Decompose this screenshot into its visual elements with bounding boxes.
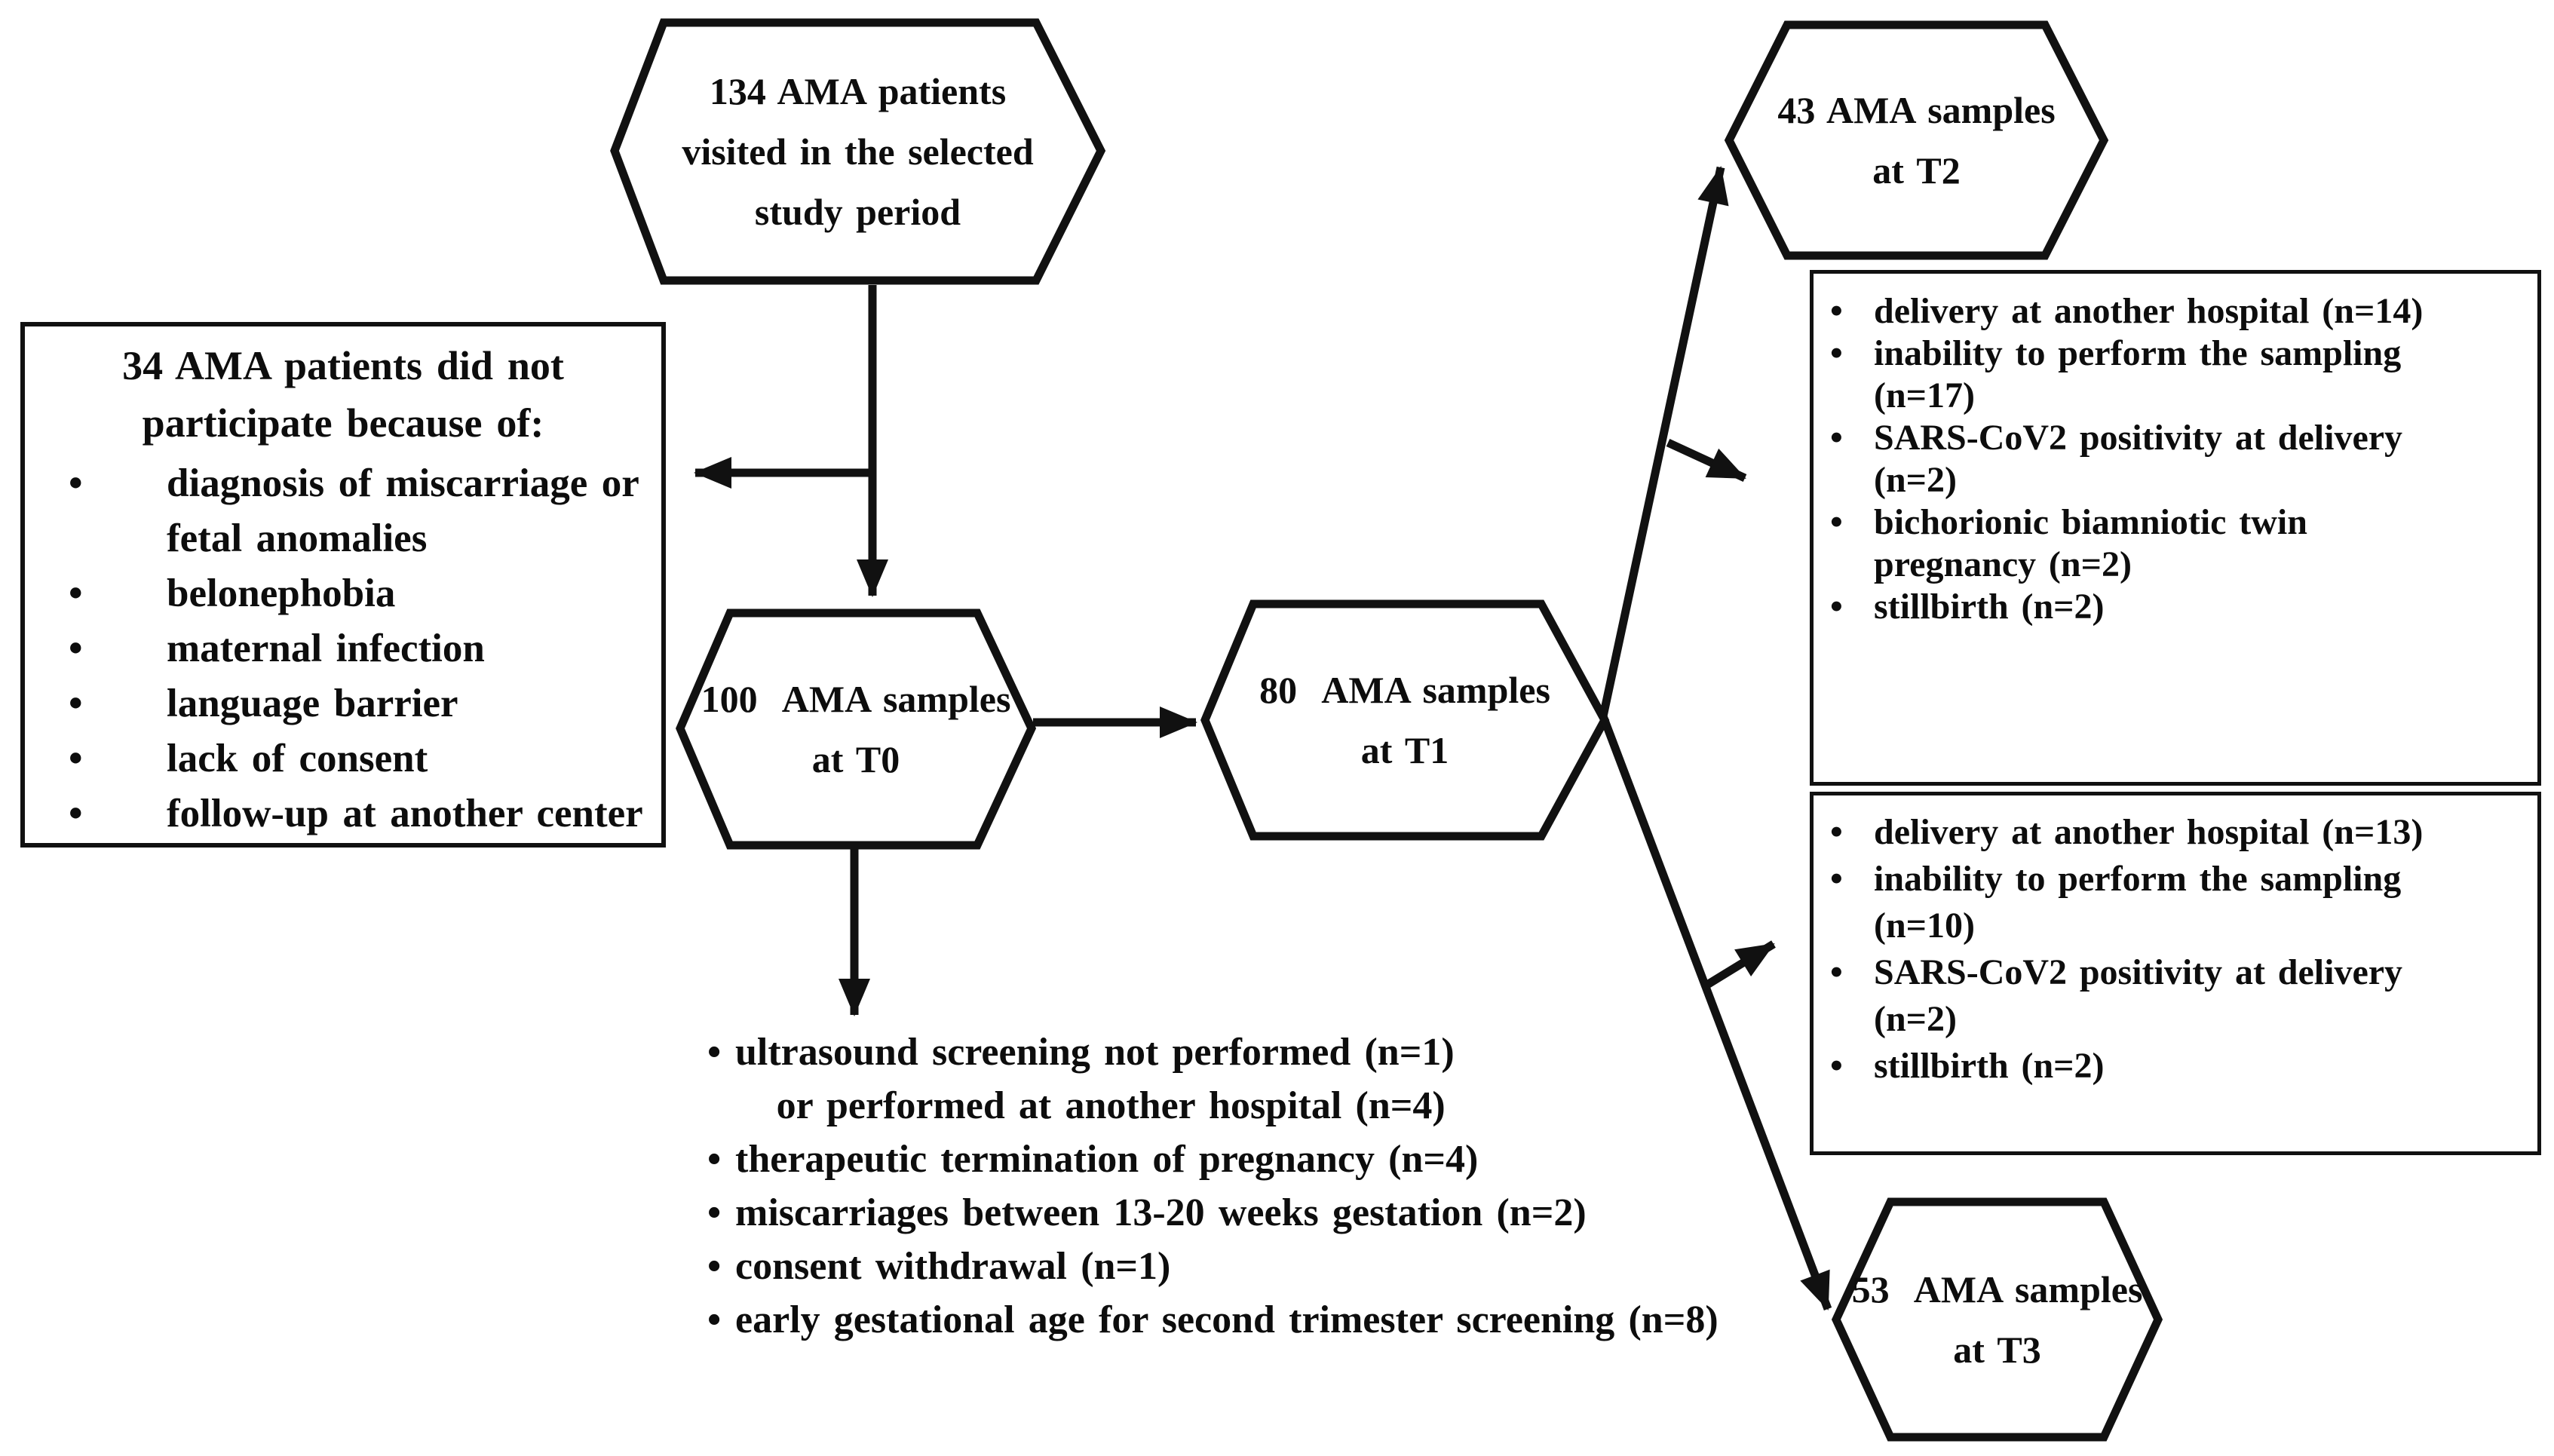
list-item-text: consent withdrawal (n=1) (735, 1245, 1171, 1288)
list-item-text: delivery at another hospital (n=13) (1874, 812, 2424, 852)
list-item: • stillbirth (n=2) (1814, 1043, 2537, 1090)
list-item: • bichorionic biamniotic twin pregnancy (… (1814, 501, 2537, 586)
list-item: • stillbirth (n=2) (1814, 586, 2537, 628)
arrow-branch-to-t2-exclusion-box (1666, 439, 1747, 482)
list-item: • language barrier (25, 676, 661, 731)
list-item-text: inability to perform the sampling (n=17) (1874, 333, 2402, 415)
t3-exclusion-box: • delivery at another hospital (n=13) • in… (1810, 792, 2541, 1155)
t0-exclusion-list: • ultrasound screening not performed (n=1… (694, 1025, 1874, 1347)
hexagon-t0-node (676, 608, 1037, 850)
list-item: • ultrasound screening not performed (n=1… (694, 1025, 1874, 1133)
list-item-text: miscarriages between 13-20 weeks gestati… (735, 1191, 1587, 1234)
list-item-text: lack of consent (167, 737, 428, 780)
list-item: • inability to perform the sampling (n=17… (1814, 333, 2537, 417)
list-item: • early gestational age for second trimes… (694, 1293, 1874, 1347)
list-item-text: follow-up at another center (167, 792, 643, 835)
list-item-text: diagnosis of miscarriage or fetal anomal… (167, 461, 639, 560)
list-item-text: bichorionic biamniotic twin pregnancy (n… (1874, 502, 2307, 584)
hexagon-t1-node (1200, 599, 1610, 841)
list-item-text: stillbirth (n=2) (1874, 587, 2105, 627)
arrow-t1-to-t3 (1599, 715, 1832, 1310)
bullet-icon: • (1830, 1046, 1843, 1086)
t2-exclusion-box: • delivery at another hospital (n=14) • in… (1810, 270, 2541, 786)
enrollment-exclusion-box: 34 AMA patients did not participate beca… (20, 322, 666, 848)
list-item: • therapeutic termination of pregnancy (n… (694, 1133, 1874, 1186)
bullet-icon: • (69, 737, 83, 780)
bullet-icon: • (707, 1031, 722, 1074)
list-item-text: delivery at another hospital (n=14) (1874, 291, 2424, 331)
bullet-icon: • (1830, 859, 1843, 899)
list-item: • lack of consent (25, 731, 661, 786)
list-item: • inability to perform the sampling (n=10… (1814, 856, 2537, 949)
list-item-text: ultrasound screening not performed (n=1)… (735, 1031, 1455, 1127)
t2-exclusion-list: • delivery at another hospital (n=14) • in… (1814, 290, 2537, 628)
bullet-icon: • (1830, 952, 1843, 992)
list-item-text: SARS-CoV2 positivity at delivery (n=2) (1874, 952, 2403, 1039)
list-item: • consent withdrawal (n=1) (694, 1240, 1874, 1293)
enrollment-exclusion-heading: 34 AMA patients did not participate beca… (122, 343, 564, 446)
bullet-icon: • (69, 682, 83, 725)
list-item: • delivery at another hospital (n=13) (1814, 809, 2537, 856)
hexagon-t3-node (1831, 1197, 2163, 1442)
list-item: • miscarriages between 13-20 weeks gestat… (694, 1186, 1874, 1240)
bullet-icon: • (1830, 587, 1843, 627)
bullet-icon: • (69, 792, 83, 835)
list-item: • follow-up at another center (25, 786, 661, 841)
list-item-text: therapeutic termination of pregnancy (n=… (735, 1138, 1479, 1181)
bullet-icon: • (1830, 291, 1843, 331)
list-item-text: language barrier (167, 682, 458, 725)
bullet-icon: • (69, 461, 83, 505)
list-item: • belonephobia (25, 566, 661, 621)
arrow-branch-to-t3-exclusion-box (1705, 940, 1776, 989)
list-item-text: early gestational age for second trimest… (735, 1298, 1719, 1341)
hexagon-t2-node (1724, 20, 2109, 260)
bullet-icon: • (707, 1298, 722, 1341)
bullet-icon: • (707, 1191, 722, 1234)
t3-exclusion-list: • delivery at another hospital (n=13) • in… (1814, 809, 2537, 1090)
arrow-t1-to-t2 (1599, 166, 1729, 718)
bullet-icon: • (1830, 502, 1843, 542)
list-item: • maternal infection (25, 621, 661, 676)
list-item: • diagnosis of miscarriage or fetal anoma… (25, 456, 661, 566)
bullet-icon: • (69, 627, 83, 670)
bullet-icon: • (1830, 418, 1843, 458)
list-item: • SARS-CoV2 positivity at delivery (n=2) (1814, 417, 2537, 501)
bullet-icon: • (707, 1245, 722, 1288)
bullet-icon: • (69, 572, 83, 615)
list-item-text: stillbirth (n=2) (1874, 1046, 2105, 1086)
bullet-icon: • (1830, 812, 1843, 852)
list-item-text: maternal infection (167, 627, 485, 670)
bullet-icon: • (1830, 333, 1843, 373)
list-item-text: SARS-CoV2 positivity at delivery (n=2) (1874, 418, 2403, 500)
enrollment-exclusion-list: • diagnosis of miscarriage or fetal anoma… (25, 456, 661, 841)
list-item-text: belonephobia (167, 572, 396, 615)
list-item-text: inability to perform the sampling (n=10) (1874, 859, 2402, 946)
bullet-icon: • (707, 1138, 722, 1181)
list-item: • SARS-CoV2 positivity at delivery (n=2) (1814, 949, 2537, 1043)
hexagon-start-node (610, 18, 1106, 285)
list-item: • delivery at another hospital (n=14) (1814, 290, 2537, 333)
